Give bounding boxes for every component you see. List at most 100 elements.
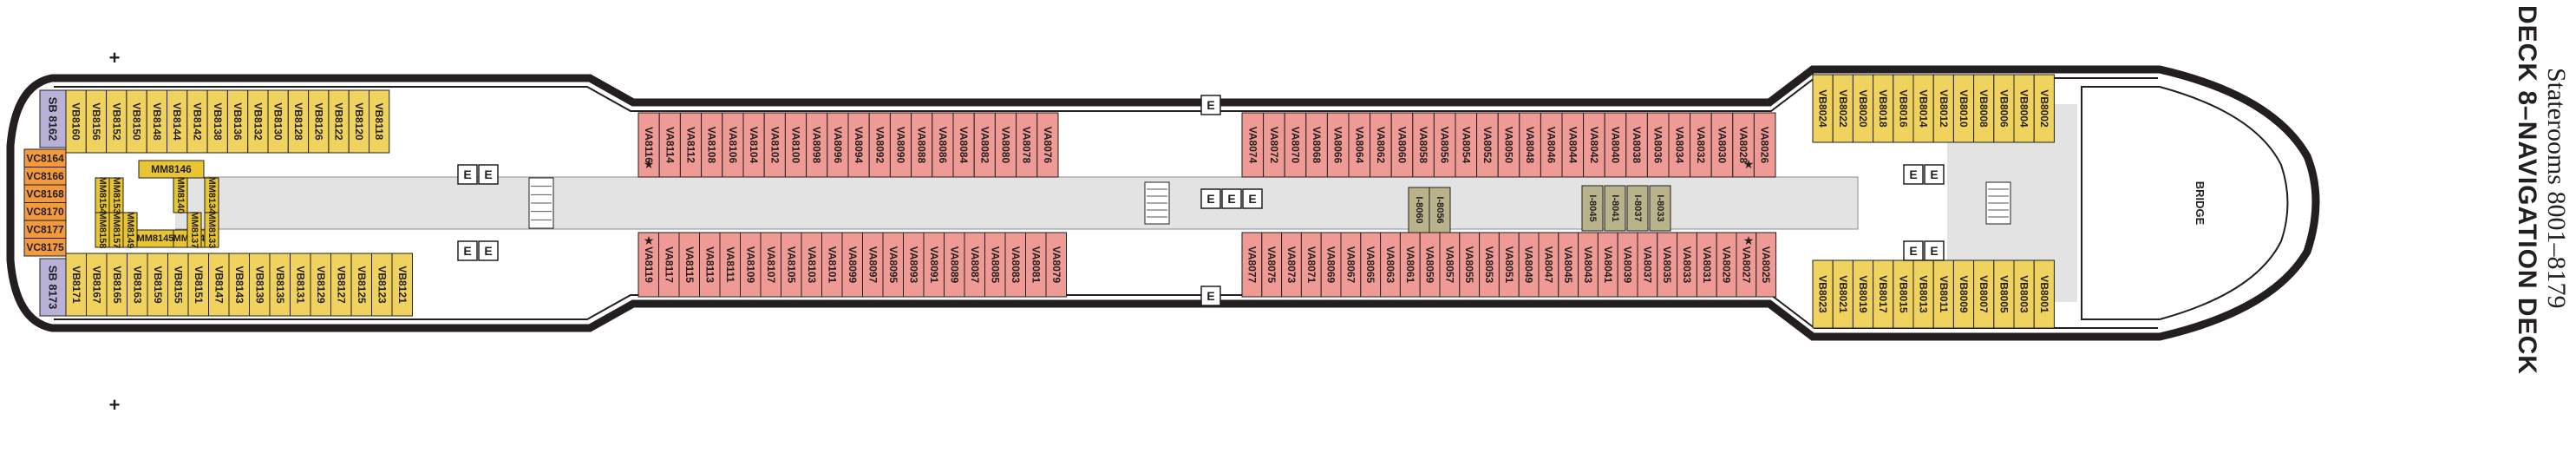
stateroom[interactable]: VA8075 — [1261, 232, 1283, 298]
stateroom[interactable]: MM8149 — [122, 212, 138, 249]
stateroom[interactable]: VA8031 — [1696, 232, 1717, 298]
stateroom[interactable]: MM8153 — [108, 177, 124, 214]
stateroom[interactable]: VA8038 — [1625, 112, 1648, 178]
stateroom[interactable]: VA8044 — [1561, 112, 1585, 178]
stateroom[interactable]: VA8058 — [1412, 112, 1435, 178]
stateroom[interactable]: VB8014 — [1912, 74, 1934, 143]
stateroom[interactable]: VA8055 — [1459, 232, 1481, 298]
stateroom[interactable]: VA8059 — [1419, 232, 1441, 298]
stateroom[interactable]: VC8168 — [23, 184, 67, 203]
stateroom[interactable]: VA8035 — [1657, 232, 1678, 298]
stateroom[interactable]: VB8127 — [330, 253, 352, 317]
stateroom[interactable]: VB8130 — [267, 89, 289, 154]
stateroom[interactable]: VA8098 — [806, 112, 828, 178]
stateroom[interactable]: VA8060 — [1390, 112, 1414, 178]
stateroom[interactable]: VB8121 — [391, 253, 413, 317]
stateroom[interactable]: VA8112 — [679, 112, 703, 178]
stateroom[interactable]: VB8148 — [146, 89, 167, 154]
stateroom[interactable]: VB8010 — [1952, 74, 1975, 143]
stateroom[interactable]: VA8037 — [1637, 232, 1658, 298]
stateroom[interactable]: VA8050 — [1497, 112, 1520, 178]
stateroom[interactable]: VA8072 — [1263, 112, 1285, 178]
stateroom[interactable]: VB8015 — [1893, 259, 1914, 329]
stateroom[interactable]: VB8151 — [187, 253, 209, 317]
stateroom[interactable]: VB8022 — [1832, 74, 1854, 143]
stateroom[interactable]: VB8016 — [1893, 74, 1914, 143]
stateroom[interactable]: VB8021 — [1832, 259, 1854, 329]
stateroom[interactable]: VA8036 — [1646, 112, 1670, 178]
stateroom[interactable]: VB8009 — [1952, 259, 1975, 329]
stateroom[interactable]: I-8045 — [1581, 185, 1604, 232]
stateroom[interactable]: VB8159 — [147, 253, 168, 317]
stateroom[interactable]: MM8157 — [108, 212, 124, 249]
stateroom[interactable]: VA8117 — [658, 232, 680, 298]
stateroom[interactable]: VB8126 — [308, 89, 330, 154]
stateroom[interactable]: VA8094 — [847, 112, 870, 178]
stateroom[interactable]: VB8128 — [287, 89, 310, 154]
stateroom[interactable]: VA8039 — [1617, 232, 1638, 298]
stateroom[interactable]: VA8113 — [699, 232, 721, 298]
stateroom[interactable]: VB8171 — [65, 253, 87, 317]
stateroom[interactable]: VA8029 — [1716, 232, 1737, 298]
stateroom[interactable]: VA8081 — [1025, 232, 1047, 298]
stateroom[interactable]: VA8096 — [827, 112, 849, 178]
stateroom[interactable]: MM8158 — [95, 212, 110, 249]
stateroom[interactable]: VA8033 — [1677, 232, 1697, 298]
stateroom[interactable]: VA8108 — [701, 112, 723, 178]
stateroom[interactable]: VA8085 — [984, 232, 1006, 298]
stateroom[interactable]: VB8012 — [1932, 74, 1954, 143]
stateroom[interactable]: VB8131 — [290, 253, 311, 317]
stateroom[interactable]: VA8106 — [722, 112, 744, 178]
stateroom[interactable]: VA8070 — [1284, 112, 1307, 178]
stateroom[interactable]: VA8025 — [1755, 232, 1777, 298]
stateroom[interactable]: VB8155 — [167, 253, 189, 317]
stateroom[interactable]: VB8139 — [249, 253, 271, 317]
stateroom[interactable]: VA8082 — [973, 112, 996, 178]
stateroom[interactable]: VA8092 — [868, 112, 891, 178]
stateroom[interactable]: VA8049 — [1518, 232, 1540, 298]
stateroom[interactable]: VA8065 — [1360, 232, 1382, 298]
stateroom[interactable]: VB8129 — [310, 253, 331, 317]
stateroom[interactable]: VC8170 — [23, 202, 67, 221]
stateroom[interactable]: VA8063 — [1380, 232, 1401, 298]
stateroom[interactable]: VA8066 — [1326, 112, 1350, 178]
stateroom[interactable]: VB8122 — [328, 89, 350, 154]
stateroom[interactable]: VB8118 — [369, 89, 390, 154]
stateroom[interactable]: I-8041 — [1604, 185, 1626, 232]
stateroom[interactable]: VB8007 — [1973, 259, 1995, 329]
stateroom[interactable]: VB8020 — [1852, 74, 1874, 143]
stateroom[interactable]: VB8003 — [2013, 259, 2035, 329]
stateroom[interactable]: VB8005 — [1993, 259, 2015, 329]
stateroom[interactable]: VC8164 — [23, 148, 67, 167]
stateroom[interactable]: VA8052 — [1476, 112, 1499, 178]
stateroom[interactable]: VA8043 — [1578, 232, 1599, 298]
stateroom[interactable]: VB8160 — [65, 89, 87, 154]
stateroom[interactable]: VA8101 — [821, 232, 843, 298]
stateroom[interactable]: I-8056 — [1429, 187, 1451, 233]
stateroom[interactable]: VA8067 — [1340, 232, 1362, 298]
stateroom[interactable]: VB8013 — [1912, 259, 1934, 329]
stateroom[interactable]: VA8095 — [882, 232, 904, 298]
stateroom[interactable]: VA8104 — [742, 112, 765, 178]
stateroom[interactable]: SB 8173 — [39, 258, 67, 317]
stateroom[interactable]: VA8073 — [1281, 232, 1302, 298]
stateroom[interactable]: VA8087 — [964, 232, 985, 298]
stateroom[interactable]: VB8138 — [206, 89, 228, 154]
stateroom[interactable]: VA8115 — [678, 232, 700, 298]
stateroom[interactable]: VB8001 — [2033, 259, 2055, 329]
stateroom[interactable]: VA8078 — [1016, 112, 1038, 178]
stateroom[interactable]: VB8143 — [228, 253, 250, 317]
stateroom[interactable]: VA8054 — [1455, 112, 1478, 178]
stateroom[interactable]: MM8154 — [95, 177, 110, 215]
stateroom[interactable]: VA8097 — [862, 232, 884, 298]
stateroom[interactable]: VA8053 — [1479, 232, 1500, 298]
stateroom[interactable]: VB8142 — [186, 89, 208, 154]
stateroom[interactable]: VB8004 — [2013, 74, 2035, 143]
stateroom[interactable]: VA8032 — [1690, 112, 1712, 178]
stateroom[interactable]: VB8123 — [371, 253, 393, 317]
stateroom[interactable]: SB 8162 — [39, 89, 67, 148]
stateroom[interactable]: VB8163 — [127, 253, 148, 317]
stateroom[interactable]: VB8132 — [247, 89, 269, 154]
stateroom[interactable]: VB8150 — [126, 89, 147, 154]
stateroom[interactable]: VA8093 — [903, 232, 925, 298]
